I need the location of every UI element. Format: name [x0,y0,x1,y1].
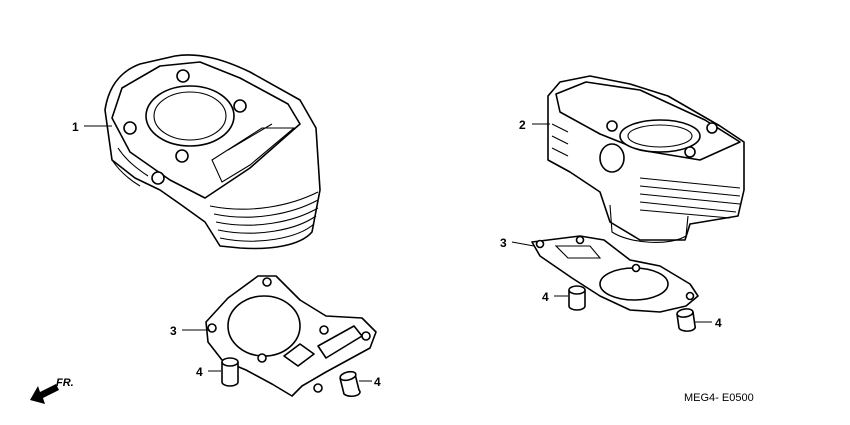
diagram-code: MEG4- E0500 [684,392,754,404]
leader-3-rear [511,241,535,247]
callout-2: 2 [519,118,526,132]
dowel-rear-right [676,308,697,332]
front-gasket [205,275,377,397]
direction-label: FR. [56,377,74,389]
callout-4-rear-right: 4 [715,316,722,330]
callout-3-front: 3 [170,324,177,338]
callout-4-rear-left: 4 [542,290,549,304]
front-direction-arrow: FR. [30,377,74,404]
dowel-front-left [221,357,239,387]
callout-1: 1 [72,120,79,134]
rear-gasket [531,235,699,313]
callout-4-front-left: 4 [196,365,203,379]
callout-3-rear: 3 [500,236,507,250]
rear-cylinder [547,75,745,243]
callout-4-front-right: 4 [374,375,381,389]
front-cylinder [104,54,321,250]
dowel-rear-left [568,285,586,311]
dowel-front-right [339,370,361,398]
